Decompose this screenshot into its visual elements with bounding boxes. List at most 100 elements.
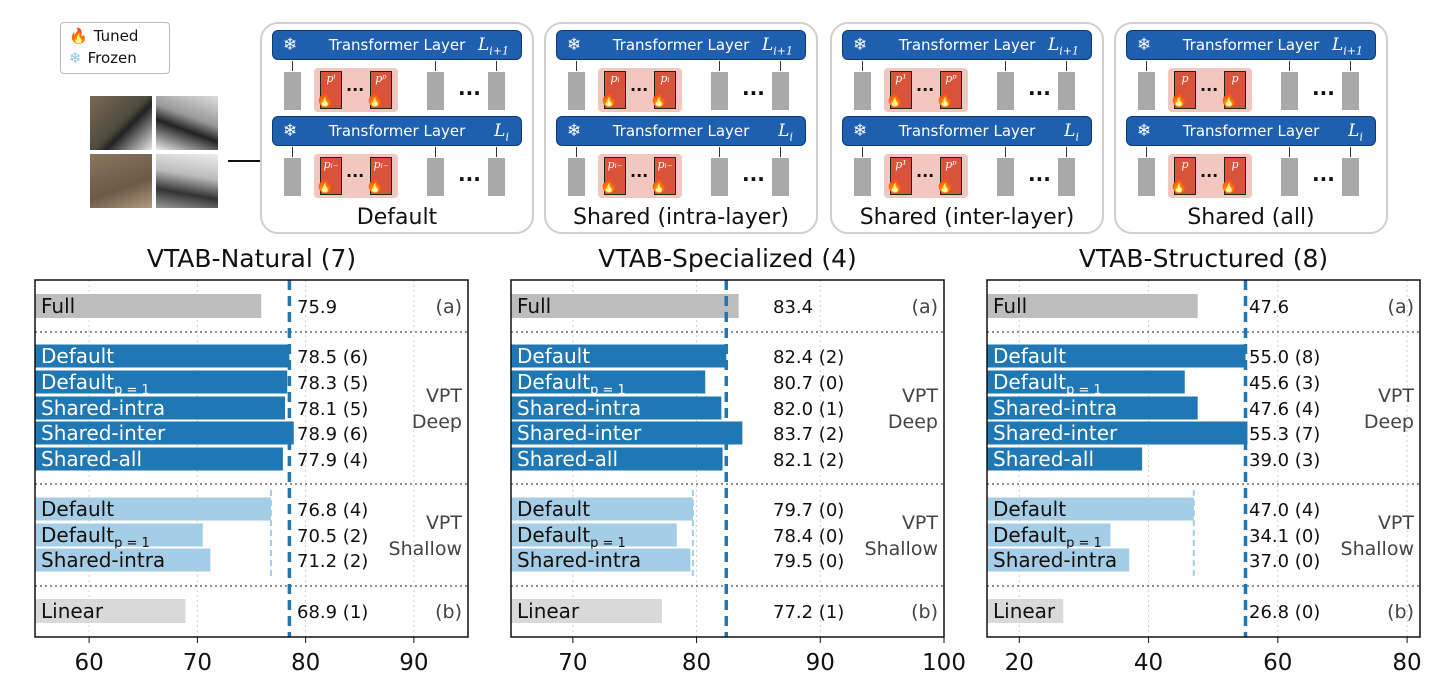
layer-index-label: Li+1: [761, 35, 793, 58]
image-token: [997, 158, 1014, 196]
bar-label: Shared-all: [993, 447, 1094, 471]
panel-caption: Default: [356, 205, 438, 230]
panel-caption: Shared (intra-layer): [573, 205, 789, 230]
bar: [987, 447, 1143, 471]
image-token: [488, 158, 505, 196]
bar: [35, 396, 286, 420]
x-tick-label: 40: [1134, 650, 1163, 676]
image-token: [1281, 158, 1298, 196]
bar-label: Full: [517, 294, 551, 318]
image-token: [1138, 158, 1155, 196]
x-tick-label: 20: [1005, 650, 1034, 676]
layer-title: Transformer Layer: [1182, 122, 1320, 140]
bar-label: Default: [993, 344, 1066, 368]
bar: [511, 599, 662, 623]
image-token: [1342, 158, 1359, 196]
image-token: [711, 158, 728, 196]
image-token: [772, 158, 789, 196]
x-tick-label: 70: [558, 650, 587, 676]
fire-icon: 🔥: [69, 27, 88, 45]
layer-index-subscript: i: [1359, 130, 1363, 144]
value-label: 39.0 (3): [1249, 450, 1320, 471]
token-arrow: [292, 61, 293, 71]
ellipsis: ...: [1200, 162, 1219, 181]
layer-index-label: Li: [778, 121, 793, 144]
bar: [35, 421, 294, 445]
ellipsis: ...: [916, 162, 935, 181]
group-label: VPT: [426, 385, 462, 407]
image-token: [427, 158, 444, 196]
legend-tuned: 🔥 Tuned: [69, 27, 138, 45]
legend-frozen: ❄ Frozen: [69, 49, 137, 67]
fire-icon: 🔥: [886, 92, 904, 108]
value-label: 82.0 (1): [773, 399, 844, 420]
group-label: (a): [1388, 296, 1414, 318]
group-label: Shallow: [1341, 538, 1414, 560]
bar: [987, 599, 1064, 623]
prompt-group: p¹🔥pᵖ🔥...: [884, 68, 968, 112]
fire-icon: 🔥: [366, 178, 384, 194]
bar-label: Linear: [993, 599, 1056, 623]
fire-icon: 🔥: [936, 92, 954, 108]
fire-icon: 🔥: [1220, 178, 1238, 194]
value-label: 47.6: [1249, 297, 1289, 318]
bar: [35, 370, 288, 394]
snowflake-icon: ❄: [853, 121, 868, 141]
fire-icon: 🔥: [316, 92, 334, 108]
ellipsis: ...: [1028, 162, 1051, 186]
bar-label: Shared-inter: [41, 421, 166, 445]
value-label: 78.9 (6): [297, 424, 368, 445]
value-label: 78.1 (5): [297, 399, 368, 420]
bar: [511, 548, 691, 572]
ellipsis: ...: [346, 162, 365, 181]
image-token: [997, 72, 1014, 110]
token-arrow: [719, 61, 720, 71]
token-arrow: [862, 61, 863, 71]
bar: [987, 294, 1198, 318]
prompt-token: pᵖ: [370, 71, 392, 109]
group-label: Deep: [888, 411, 938, 433]
group-label: VPT: [426, 512, 462, 534]
bar-label: Shared-intra: [517, 396, 641, 420]
group-label: (b): [911, 601, 938, 623]
layer-title: Transformer Layer: [898, 36, 1036, 54]
x-tick-label: 70: [183, 650, 212, 676]
prompt-token: pᵢ₋: [604, 157, 626, 195]
bar: [987, 344, 1246, 368]
token-arrow: [1289, 147, 1290, 157]
image-token: [1058, 72, 1075, 110]
x-tick-label: 80: [682, 650, 711, 676]
panel-caption: Shared (inter-layer): [859, 205, 1075, 230]
value-label: 80.7 (0): [773, 373, 844, 394]
token-arrow: [1350, 147, 1351, 157]
layer-index-subscript: i+1: [1059, 44, 1079, 58]
bar-label: Default: [41, 344, 114, 368]
bar-label: Defaultp = 1: [993, 370, 1102, 398]
bar: [987, 396, 1198, 420]
value-label: 71.2 (2): [297, 551, 368, 572]
bar-label: Shared-intra: [41, 548, 165, 572]
value-label: 83.4: [773, 297, 813, 318]
bar-label: Defaultp = 1: [517, 370, 626, 398]
bar: [35, 599, 186, 623]
bar: [511, 370, 706, 394]
legend-tuned-label: Tuned: [93, 27, 139, 45]
token-arrow: [780, 147, 781, 157]
bar-label-subscript: p = 1: [114, 536, 150, 551]
image-patch: [90, 96, 152, 150]
layer-title: Transformer Layer: [1182, 36, 1320, 54]
token-arrow: [862, 147, 863, 157]
token-arrow: [1066, 61, 1067, 71]
fire-icon: 🔥: [1170, 178, 1188, 194]
group-label: VPT: [1378, 385, 1414, 407]
value-label: 47.0 (4): [1249, 500, 1320, 521]
ellipsis: ...: [1028, 76, 1051, 100]
bar-label: Shared-intra: [517, 548, 641, 572]
bar-label: Shared-intra: [993, 396, 1117, 420]
